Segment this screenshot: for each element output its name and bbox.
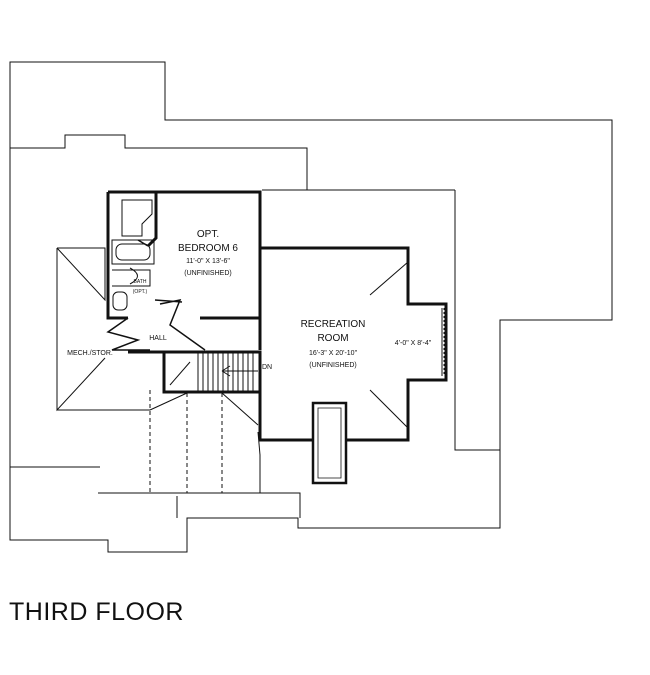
stairs-down-label: DN: [262, 364, 272, 371]
mech-area: [128, 350, 166, 392]
hall-label: HALL: [149, 335, 167, 342]
bedroom-dimensions: 11'-0" X 13'-6": [186, 258, 230, 265]
recreation-name-line2: ROOM: [317, 333, 348, 344]
bedroom-name-line2: BEDROOM 6: [178, 243, 238, 254]
door-swings: [106, 239, 206, 351]
alcove-dimensions: 4'-0" X 8'-4": [395, 340, 432, 347]
bedroom-note: (UNFINISHED): [184, 270, 231, 277]
bath-label-line1: BATH: [134, 279, 147, 285]
recreation-dimensions: 16'-3" X 20'-10": [309, 350, 358, 357]
bedroom-label: OPT. BEDROOM 6 11'-0" X 13'-6" (UNFINISH…: [178, 229, 238, 277]
alcove-window: [441, 308, 445, 376]
roof-outline: [9, 61, 613, 553]
mech-label: MECH./STOR.: [67, 350, 113, 357]
recreation-walls: [258, 246, 448, 442]
floor-title: THIRD FLOOR: [9, 598, 184, 626]
bath-fixtures: [111, 199, 155, 311]
bedroom-walls: [106, 190, 262, 320]
recreation-label: RECREATION ROOM 16'-3" X 20'-10" (UNFINI…: [301, 319, 366, 369]
recreation-name-line1: RECREATION: [301, 319, 366, 330]
stairs: [162, 350, 262, 394]
bath-label-line2: (OPT.): [133, 289, 148, 295]
bedroom-name-line1: OPT.: [197, 229, 219, 240]
chimney: [311, 401, 348, 485]
recreation-note: (UNFINISHED): [309, 362, 356, 369]
